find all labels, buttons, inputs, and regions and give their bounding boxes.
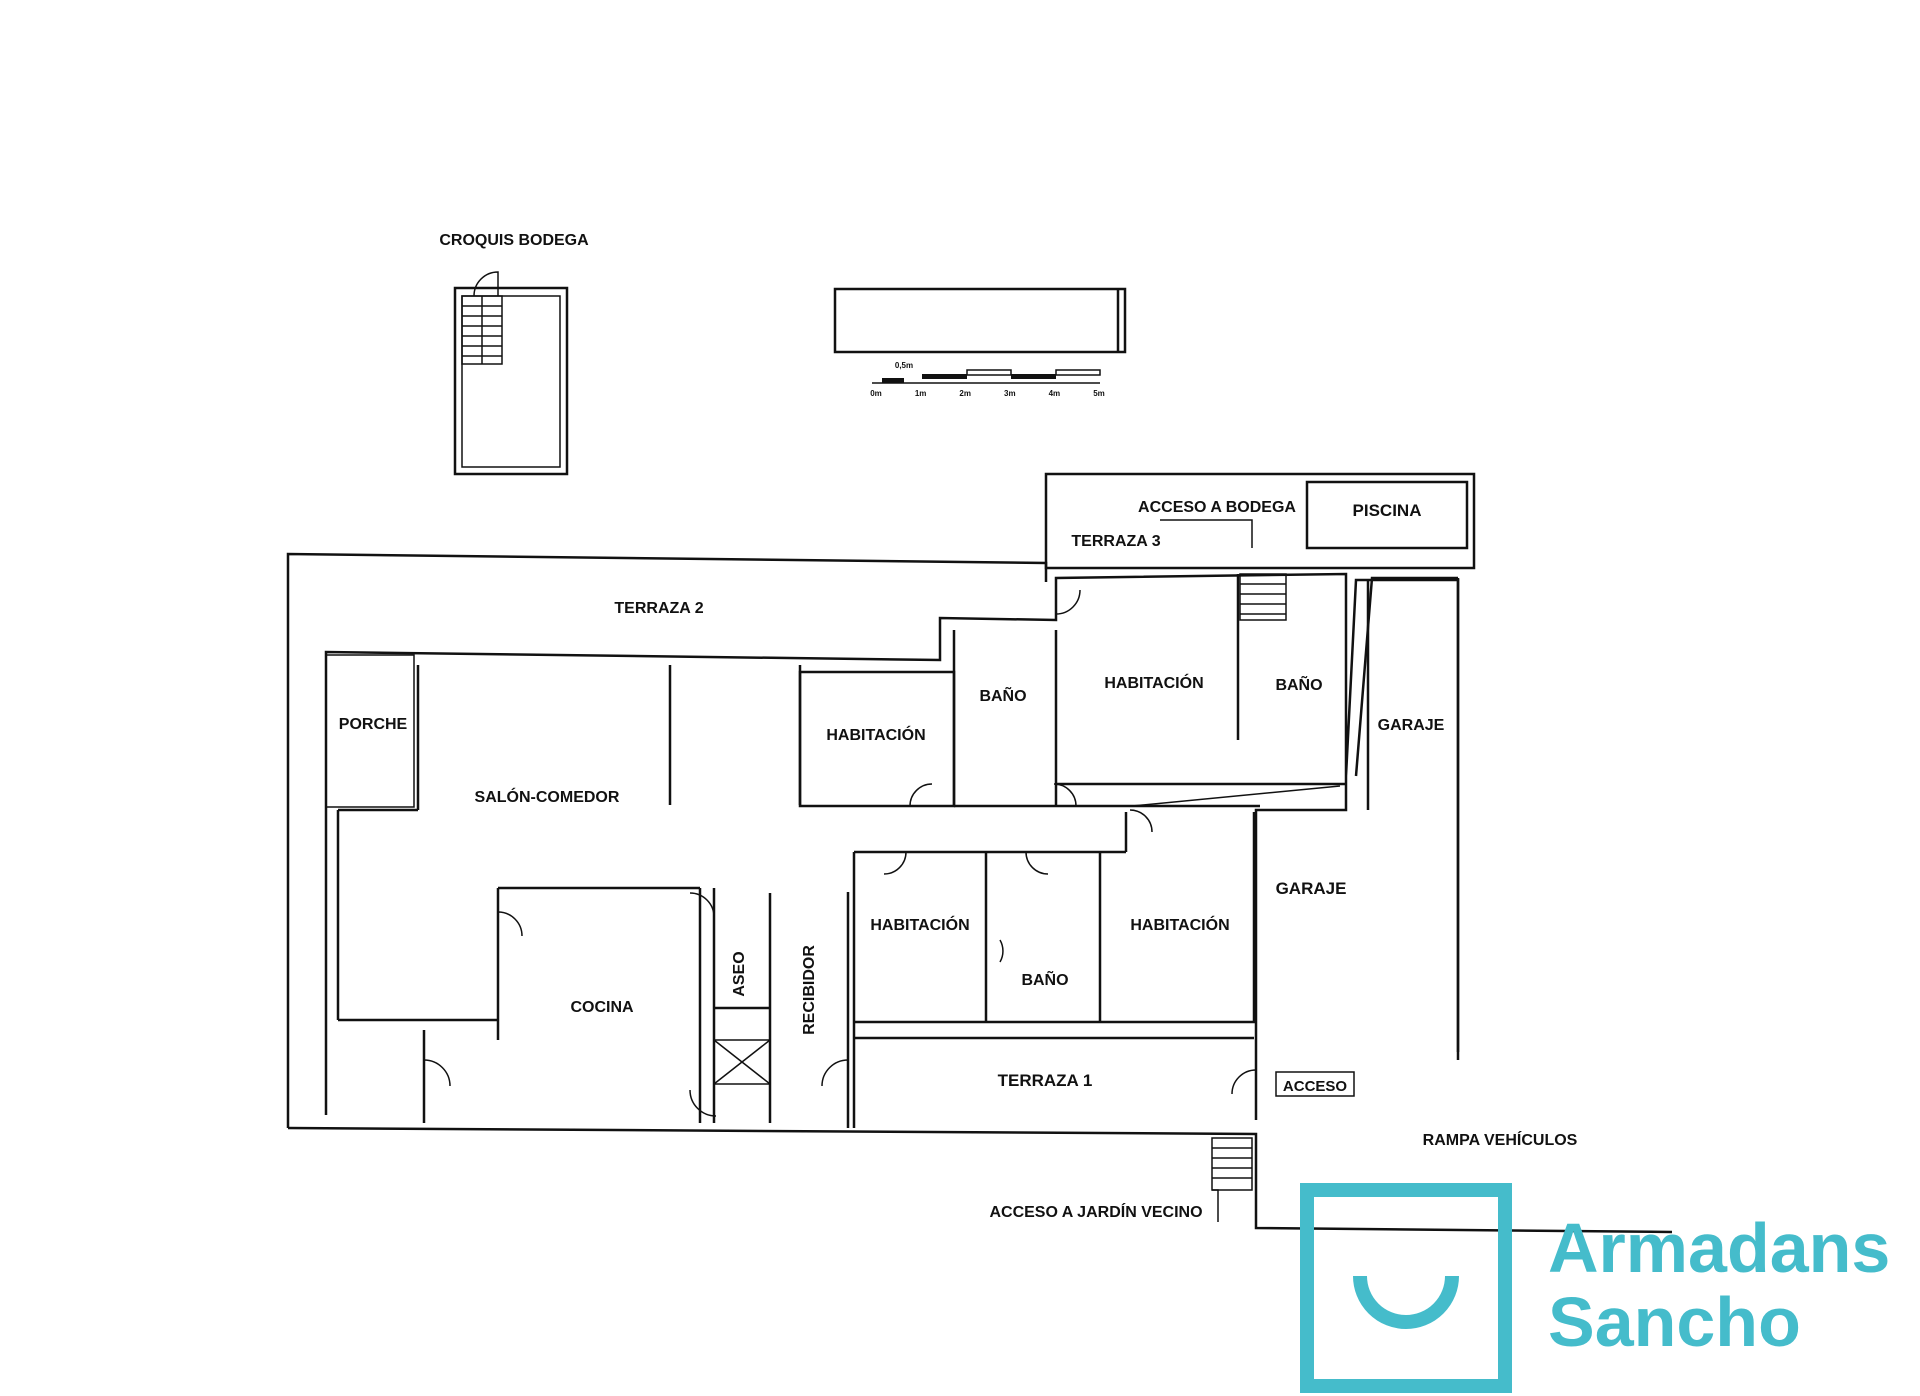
scale-tick-label: 5m: [1093, 389, 1105, 398]
label-piscina: PISCINA: [1353, 501, 1422, 520]
label-acceso-jardin-vecino: ACCESO A JARDÍN VECINO: [989, 1202, 1202, 1221]
label-rampa-vehiculos: RAMPA VEHÍCULOS: [1423, 1130, 1578, 1149]
scale-tick-label: 3m: [1004, 389, 1016, 398]
room-labels: PISCINA ACCESO A BODEGA TERRAZA 3 TERRAZ…: [339, 499, 1578, 1221]
label-acceso-bodega: ACCESO A BODEGA: [1138, 499, 1296, 516]
label-aseo: ASEO: [731, 951, 748, 996]
label-habitacion-4: HABITACIÓN: [1130, 915, 1229, 934]
logo-smile-icon: [1353, 1275, 1459, 1329]
cellar-title: CROQUIS BODEGA: [439, 232, 589, 249]
scale-tick-label: 4m: [1049, 389, 1061, 398]
label-habitacion-1: HABITACIÓN: [826, 725, 925, 744]
logo-line-2: Sancho: [1548, 1283, 1801, 1361]
label-terraza-3: TERRAZA 3: [1071, 533, 1160, 550]
label-recibidor: RECIBIDOR: [801, 945, 818, 1035]
plan-walls: [286, 472, 1673, 1234]
cellar-sketch: CROQUIS BODEGA: [439, 232, 589, 476]
scale-ticks: 0m 1m 2m 3m 4m 5m: [870, 389, 1105, 398]
label-garaje-2: GARAJE: [1276, 879, 1347, 898]
scale-tick-label: 0m: [870, 389, 882, 398]
cellar-stair-steps: [462, 296, 502, 364]
brand-logo: Armadans Sancho: [1300, 1183, 1890, 1393]
label-cocina: COCINA: [570, 999, 634, 1016]
scale-tick-label: 1m: [915, 389, 927, 398]
scale-bar: 0,5m 0m 1m 2m 3m 4m 5m: [833, 287, 1127, 398]
label-bano-3: BAÑO: [1021, 969, 1068, 989]
label-salon-comedor: SALÓN-COMEDOR: [475, 787, 620, 806]
label-porche: PORCHE: [339, 716, 408, 733]
cellar-door: [473, 271, 499, 297]
scale-tick-label: 2m: [959, 389, 971, 398]
logo-line-1: Armadans: [1548, 1209, 1890, 1287]
label-terraza-2: TERRAZA 2: [614, 600, 703, 617]
label-habitacion-3: HABITACIÓN: [870, 915, 969, 934]
logo-square: [1300, 1183, 1512, 1393]
scale-half: 0,5m: [895, 361, 913, 370]
label-acceso: ACCESO: [1283, 1078, 1348, 1095]
label-garaje-1: GARAJE: [1378, 717, 1445, 734]
label-terraza-1: TERRAZA 1: [998, 1071, 1093, 1090]
label-habitacion-2: HABITACIÓN: [1104, 673, 1203, 692]
label-bano-1: BAÑO: [979, 685, 1026, 705]
label-bano-2: BAÑO: [1275, 674, 1322, 694]
